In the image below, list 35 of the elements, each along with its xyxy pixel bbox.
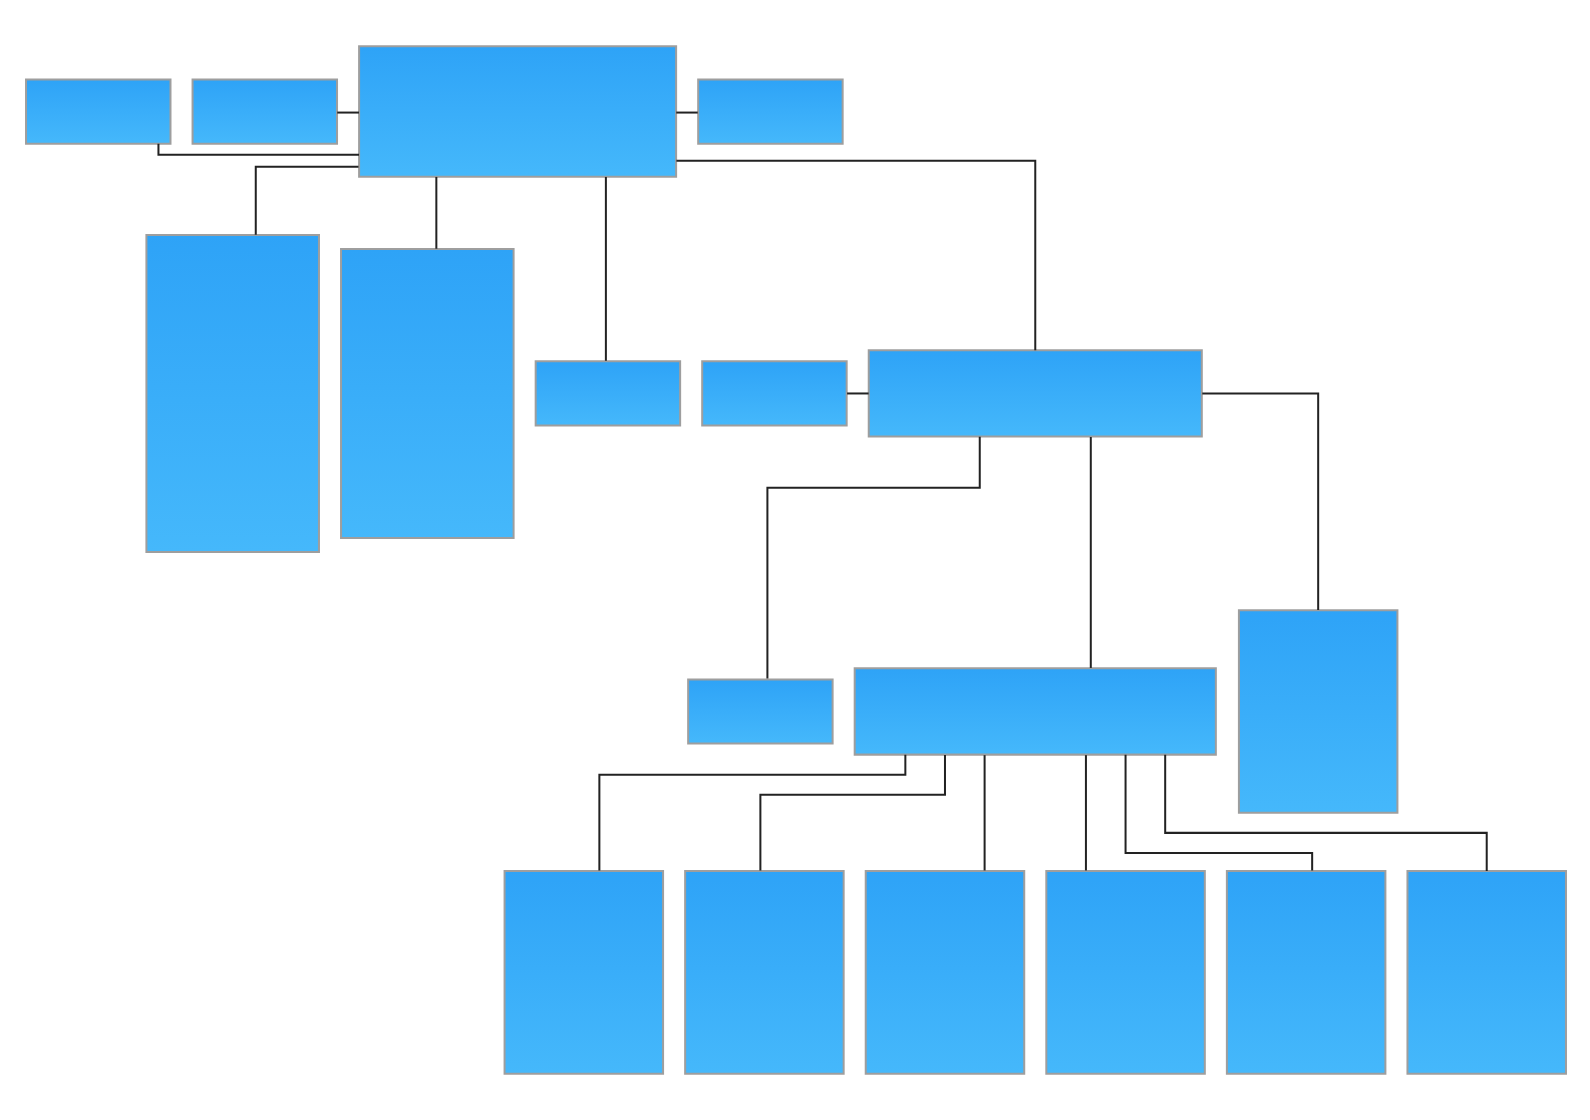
node-box (1405, 870, 1566, 1075)
connector (982, 755, 985, 871)
connector (253, 165, 358, 235)
node-box (852, 667, 1216, 756)
node-box (190, 78, 338, 145)
node-box (502, 870, 664, 1075)
node-box (357, 45, 677, 178)
connector (675, 111, 697, 114)
connector (336, 111, 358, 114)
node-box (533, 360, 681, 427)
node-box (700, 360, 847, 427)
connector (1201, 392, 1319, 610)
node-box (1044, 870, 1205, 1075)
node-box (866, 349, 1202, 438)
connector (675, 159, 1036, 351)
node-box (1236, 609, 1398, 814)
connector (758, 755, 945, 871)
connector (1083, 755, 1086, 871)
connector (603, 176, 606, 361)
node-box (683, 870, 844, 1075)
node-box (696, 78, 843, 145)
node-box (1224, 870, 1386, 1075)
node-box (24, 78, 171, 145)
connector (846, 392, 868, 395)
connector (597, 754, 906, 871)
node-box (339, 248, 514, 539)
node-box (144, 233, 319, 553)
connector (1123, 754, 1313, 871)
connector (156, 143, 359, 156)
connector (434, 176, 437, 249)
connector (1163, 754, 1487, 871)
connector (765, 436, 980, 679)
node-box (863, 870, 1025, 1075)
connector (1088, 437, 1091, 668)
node-box (686, 678, 833, 745)
